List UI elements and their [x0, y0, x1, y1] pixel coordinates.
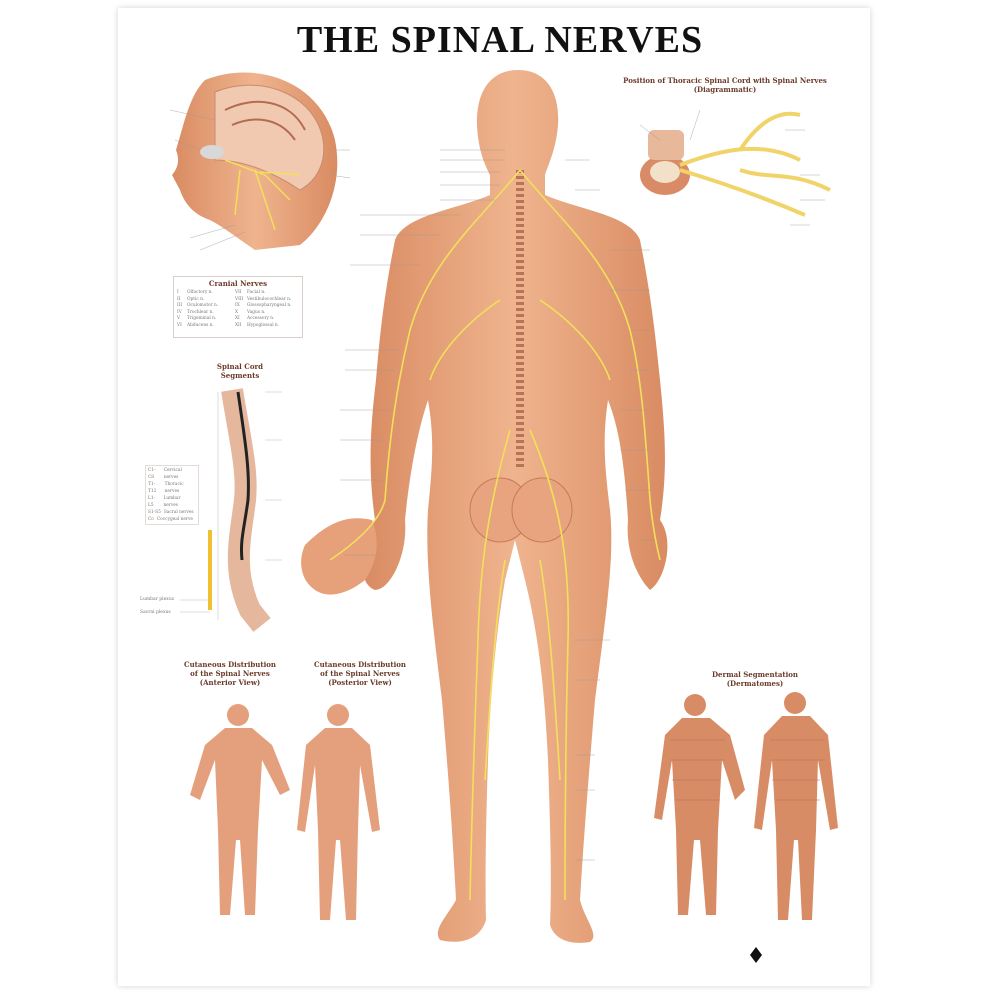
cutaneous-anterior-title: Cutaneous Distribution of the Spinal Ner…	[184, 660, 276, 678]
spinal-segments-title: Spinal Cord Segments	[216, 362, 264, 380]
cranial-nerve-name: Olfactory n.	[187, 290, 213, 295]
cutaneous-anterior-subtitle: (Anterior View)	[199, 678, 261, 687]
thoracic-inset-title: Position of Thoracic Spinal Cord with Sp…	[623, 76, 827, 85]
segment-code: S1-S5	[148, 510, 161, 515]
cranial-nerve-number: X	[235, 309, 239, 315]
publisher-logo-icon	[750, 947, 762, 963]
thoracic-spinal-cord-inset	[639, 109, 831, 226]
segment-code: C1-C8	[148, 468, 156, 480]
cutaneous-anterior-heading: Cutaneous Distribution of the Spinal Ner…	[180, 660, 280, 687]
poster-title: THE SPINAL NERVES	[296, 19, 704, 61]
segment-code: Co	[148, 517, 154, 522]
spinal-cord-segments-illustration	[180, 388, 282, 632]
main-posterior-figure	[301, 70, 668, 943]
lumbar-plexus-label: Lumbar plexus	[140, 597, 175, 602]
cranial-nerve-number: XII	[235, 322, 242, 328]
cranial-nerve-name: Trigeminal n.	[187, 316, 217, 321]
cutaneous-anterior-figure	[190, 704, 290, 915]
thoracic-inset-subtitle: (Diagrammatic)	[693, 85, 757, 94]
cranial-nerve-name: Facial n.	[247, 290, 266, 295]
dermatome-bands	[670, 739, 825, 801]
segment-legend-row: T1-T12 Thoracic nerves	[148, 481, 196, 495]
cranial-nerve-number: VI	[177, 322, 182, 328]
segment-code: T1-T12	[148, 482, 157, 494]
cranial-nerve-number: XI	[235, 316, 240, 321]
cranial-nerve-number: VIII	[235, 296, 244, 302]
dermatomes-heading: Dermal Segmentation (Dermatomes)	[700, 670, 810, 688]
cranial-nerve-number: II	[177, 296, 181, 302]
head-cranial-nerves-illustration	[169, 72, 351, 251]
cutaneous-posterior-heading: Cutaneous Distribution of the Spinal Ner…	[310, 660, 410, 687]
segment-legend-row: L1-L5 Lumbar nerves	[148, 495, 196, 509]
cranial-nerve-name: Accessory n.	[247, 316, 275, 321]
segment-name: Lumbar nerves	[163, 496, 181, 508]
segment-code: L1-L5	[148, 496, 156, 508]
cranial-nerve-name: Abducens n.	[187, 322, 214, 328]
cutaneous-posterior-title: Cutaneous Distribution of the Spinal Ner…	[314, 660, 406, 678]
segment-legend-row: C1-C8 Cervical nerves	[148, 467, 196, 481]
cranial-nerve-number: III	[177, 303, 183, 308]
cutaneous-posterior-subtitle: (Posterior View)	[328, 678, 392, 687]
cutaneous-posterior-figure	[297, 704, 380, 920]
segment-name: Thoracic nerves	[164, 482, 184, 494]
cranial-nerve-name: Hypoglossal n.	[247, 322, 280, 328]
cranial-nerve-number: VII	[235, 290, 242, 295]
cranial-nerve-name: Vestibulocochlear n.	[247, 296, 292, 302]
dermatomes-subtitle: (Dermatomes)	[726, 679, 784, 688]
cranial-nerve-number: IV	[177, 309, 182, 315]
cranial-nerve-name: Glossopharyngeal n.	[247, 303, 292, 308]
dermatome-posterior-figure	[754, 692, 838, 920]
cranial-nerve-name: Oculomotor n.	[187, 303, 219, 308]
nerve-paths	[329, 169, 661, 901]
cranial-nerve-number: V	[177, 316, 181, 321]
label-leader-lines	[340, 149, 655, 861]
segment-name: Sacral nerves	[163, 510, 194, 515]
segment-name: Cervical nerves	[163, 468, 182, 480]
dermatome-anterior-figure	[654, 694, 745, 915]
segment-name: Coccygeal nerve	[156, 517, 193, 522]
thoracic-inset-heading: Position of Thoracic Spinal Cord with Sp…	[610, 76, 840, 94]
cranial-nerve-name: Trochlear n.	[187, 309, 214, 315]
cranial-nerve-number: IX	[235, 303, 240, 308]
cranial-nerve-name: Vagus n.	[247, 309, 266, 315]
cranial-nerve-number: I	[177, 290, 179, 295]
sacral-plexus-label: Sacral plexus	[140, 610, 171, 615]
cranial-nerve-name: Optic n.	[187, 296, 205, 302]
cranial-nerves-title: Cranial Nerves	[208, 279, 268, 288]
dermatomes-title: Dermal Segmentation	[711, 670, 799, 679]
